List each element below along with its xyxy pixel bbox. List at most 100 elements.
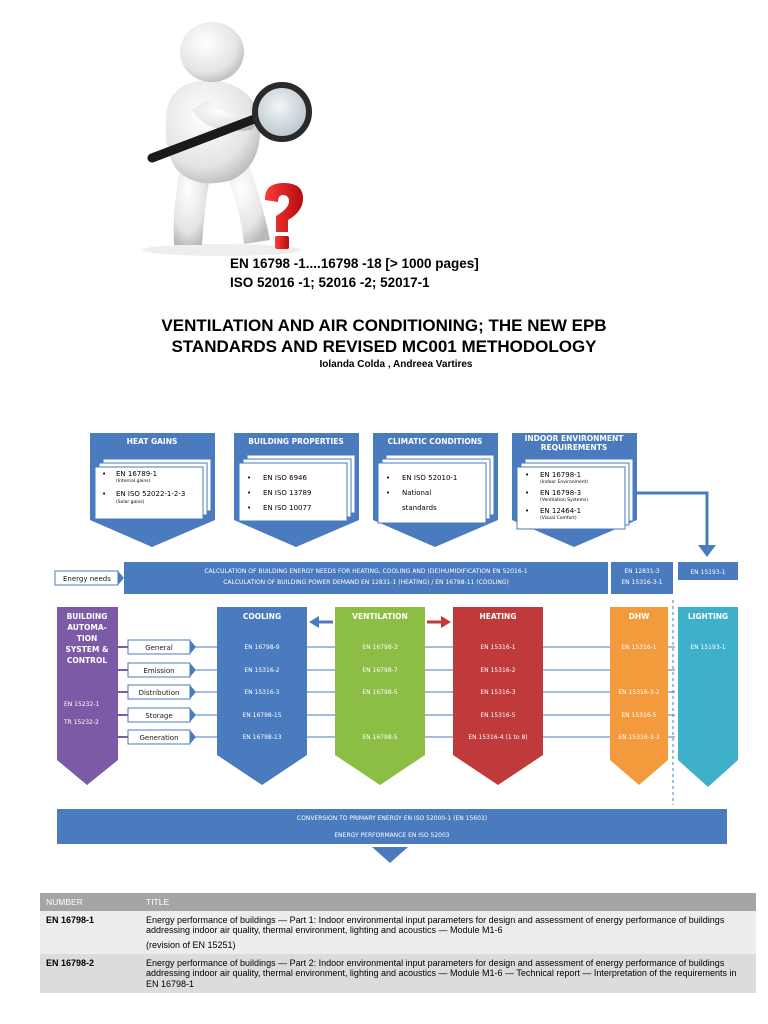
epb-standards-diagram: HEAT GAINS • EN 16789-1 (Internal gains)…	[54, 433, 738, 863]
svg-text:EN 16798-7: EN 16798-7	[362, 667, 397, 674]
row-label: Distribution	[139, 689, 180, 697]
svg-text:COOLING: COOLING	[243, 612, 281, 621]
iso-standards-line: ISO 52016 -1; 52016 -2; 52017-1	[230, 275, 430, 290]
standard-title: Energy performance of buildings — Part 2…	[146, 958, 737, 989]
svg-text:EN 15316-3: EN 15316-3	[480, 689, 515, 696]
bullet: •	[525, 489, 529, 497]
row-label: General	[145, 644, 173, 652]
lighting-std: EN 15193-1	[690, 569, 725, 576]
bullet: •	[247, 504, 251, 512]
svg-text:EN 15193-1: EN 15193-1	[690, 644, 725, 651]
lighting-needs-box	[678, 562, 738, 580]
column-heating: HEATING EN 15316-1 EN 15316-2 EN 15316-3…	[453, 607, 543, 785]
calculation-line-2: CALCULATION OF BUILDING POWER DEMAND EN …	[223, 579, 509, 586]
column-header-number: NUMBER	[40, 893, 140, 911]
input-note: (Indoor Environment)	[540, 479, 588, 485]
input-title: CLIMATIC CONDITIONS	[388, 437, 483, 446]
column-lighting: LIGHTING EN 15193-1	[678, 607, 738, 787]
row-label: Generation	[139, 734, 178, 742]
table-row: EN 16798-2 Energy performance of buildin…	[40, 954, 756, 994]
svg-text:EN 15316-4 (1 to 8): EN 15316-4 (1 to 8)	[468, 734, 527, 741]
svg-text:EN 15316-2: EN 15316-2	[244, 667, 279, 674]
input-item: EN ISO 52022-1-2-3	[116, 490, 185, 498]
conversion-bar	[57, 809, 727, 844]
input-title: REQUIREMENTS	[541, 443, 607, 452]
svg-text:EN 15316-2: EN 15316-2	[480, 667, 515, 674]
svg-text:EN 15316-5: EN 15316-5	[480, 712, 515, 719]
bullet: •	[247, 489, 251, 497]
svg-text:EN 16798-9: EN 16798-9	[244, 644, 279, 651]
svg-text:EN 15316-3-2: EN 15316-3-2	[618, 689, 659, 696]
svg-text:HEATING: HEATING	[480, 612, 517, 621]
svg-text:LIGHTING: LIGHTING	[688, 612, 728, 621]
column-header-title: TITLE	[140, 893, 756, 911]
conversion-line-2: ENERGY PERFORMANCE EN ISO 52003	[334, 832, 449, 839]
input-note: (Solar gains)	[116, 499, 145, 505]
row-labels: General Emission Distribution Storage Ge…	[118, 639, 196, 745]
svg-text:EN 16798-5: EN 16798-5	[362, 689, 397, 696]
standard-title-cell: Energy performance of buildings — Part 1…	[140, 911, 756, 955]
svg-text:VENTILATION: VENTILATION	[352, 612, 408, 621]
document-title-line-1: VENTILATION AND AIR CONDITIONING; THE NE…	[161, 316, 607, 335]
dhw-std-1: EN 12831-3	[624, 568, 659, 575]
dhw-needs-box	[611, 562, 673, 594]
svg-text:EN 15316-3-3: EN 15316-3-3	[618, 734, 659, 741]
svg-text:TION: TION	[77, 634, 98, 643]
bullet: •	[525, 507, 529, 515]
input-title: BUILDING PROPERTIES	[248, 437, 344, 446]
input-building-properties: BUILDING PROPERTIES • EN ISO 6946 • EN I…	[234, 433, 359, 547]
document-title-line-2: STANDARDS AND REVISED MC001 METHODOLOGY	[171, 337, 597, 356]
svg-text:EN 16798-15: EN 16798-15	[242, 712, 281, 719]
bullet: •	[525, 471, 529, 479]
standard-note: (revision of EN 15251)	[146, 939, 236, 950]
bacs-column	[57, 607, 118, 785]
svg-text:EN 16798-3: EN 16798-3	[362, 644, 397, 651]
row-label: Emission	[143, 667, 174, 675]
svg-text:EN 15316-3: EN 15316-3	[244, 689, 279, 696]
input-item: EN ISO 13789	[263, 489, 311, 497]
input-heat-gains: HEAT GAINS • EN 16789-1 (Internal gains)…	[90, 433, 215, 547]
standards-range-line: EN 16798 -1....16798 -18 [> 1000 pages]	[230, 256, 479, 271]
standard-number: EN 16798-1	[40, 911, 140, 955]
bullet: •	[247, 474, 251, 482]
input-note: (Visual Comfort)	[540, 515, 577, 521]
calculation-bar	[124, 562, 608, 594]
input-indoor-environment: INDOOR ENVIRONMENT REQUIREMENTS • EN 167…	[512, 433, 637, 547]
bacs-std-1: EN 15232-1	[64, 701, 99, 708]
input-title: INDOOR ENVIRONMENT	[525, 434, 625, 443]
input-note: (Ventilation Systems)	[540, 497, 588, 503]
input-item: EN 12464-1	[540, 507, 581, 515]
svg-text:SYSTEM &: SYSTEM &	[65, 645, 109, 654]
input-title: HEAT GAINS	[127, 437, 178, 446]
input-item: EN ISO 6946	[263, 474, 307, 482]
svg-text:EN 15316-5: EN 15316-5	[621, 712, 656, 719]
input-climatic-conditions: CLIMATIC CONDITIONS • EN ISO 52010-1 • N…	[373, 433, 498, 547]
row-label: Storage	[145, 712, 172, 720]
svg-text:AUTOMA-: AUTOMA-	[67, 623, 107, 632]
calculation-line-1: CALCULATION OF BUILDING ENERGY NEEDS FOR…	[204, 568, 527, 575]
figure-with-magnifier-illustration	[142, 22, 312, 256]
bullet: •	[386, 489, 390, 497]
input-item: EN 16798-1	[540, 471, 581, 479]
conversion-line-1: CONVERSION TO PRIMARY ENERGY EN ISO 5200…	[297, 815, 487, 822]
svg-text:DHW: DHW	[629, 612, 651, 621]
column-cooling: COOLING EN 16798-9 EN 15316-2 EN 15316-3…	[217, 607, 307, 785]
bacs-std-2: TR 15232-2	[63, 719, 99, 726]
input-item: standards	[402, 504, 437, 512]
svg-text:EN 15316-1: EN 15316-1	[621, 644, 656, 651]
standard-title-cell: Energy performance of buildings — Part 2…	[140, 954, 756, 994]
svg-text:EN 15316-1: EN 15316-1	[480, 644, 515, 651]
input-item: EN ISO 10077	[263, 504, 311, 512]
standards-table: NUMBER TITLE EN 16798-1 Energy performan…	[40, 893, 756, 994]
dhw-std-2: EN 15316-3-1	[621, 579, 662, 586]
standard-number: EN 16798-2	[40, 954, 140, 994]
standard-title: Energy performance of buildings — Part 1…	[146, 915, 725, 936]
input-item: EN ISO 52010-1	[402, 474, 457, 482]
authors: Iolanda Colda , Andreea Vartires	[319, 359, 473, 370]
down-arrow	[372, 847, 408, 863]
bullet: •	[386, 474, 390, 482]
input-note: (Internal gains)	[116, 478, 151, 484]
bullet: •	[102, 490, 106, 498]
input-item: EN 16798-3	[540, 489, 581, 497]
input-item: EN 16789-1	[116, 470, 157, 478]
